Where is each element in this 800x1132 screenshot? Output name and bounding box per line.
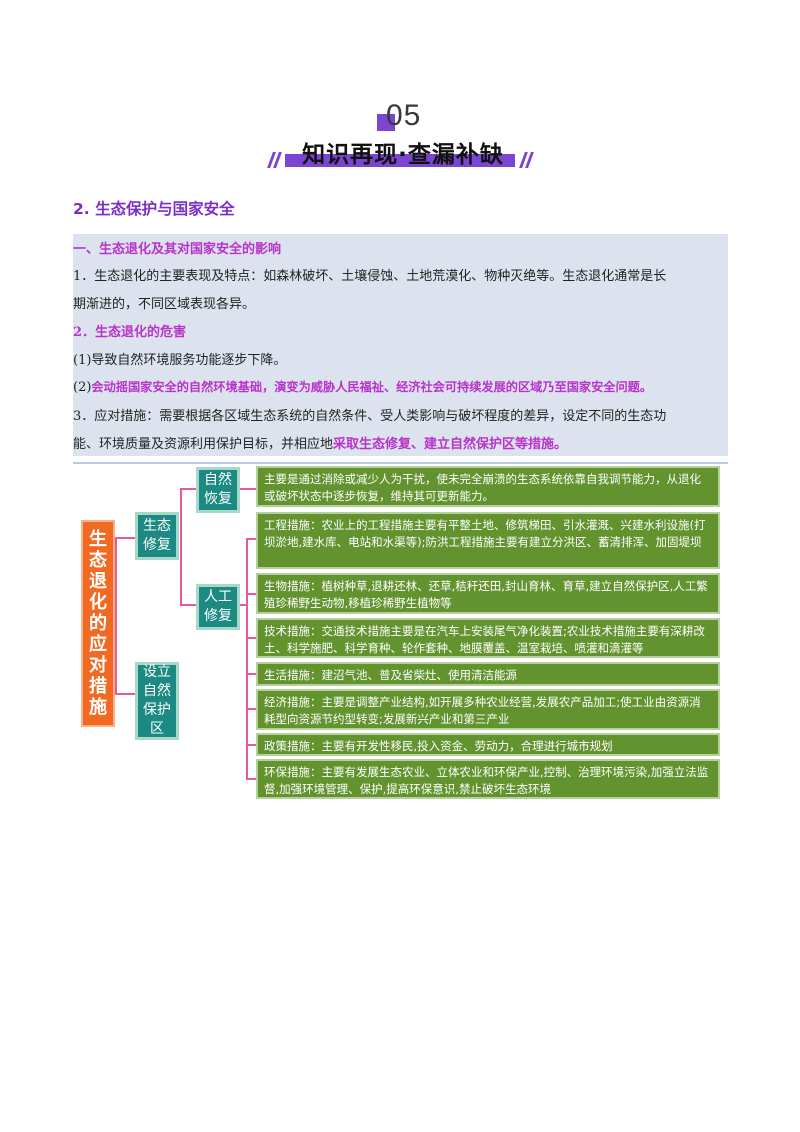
leaf-engineering-measures: 工程措施：农业上的工程措施主要有平整土地、修筑梯田、引水灌溉、兴建水利设施(打坝… (256, 512, 720, 569)
info-heading-2: 2．生态退化的危害 (73, 325, 187, 340)
connector (115, 537, 135, 539)
section-title: 2. 生态保护与国家安全 (73, 200, 235, 218)
info-para-3-emphasis: 会动摇国家安全的自然环境基础，演变为威胁人民福祉、经济社会可持续发展的区域乃至国… (91, 380, 653, 394)
connector (246, 538, 256, 540)
info-para-4b-plain: 能、环境质量及资源利用保护目标，并相应地 (73, 437, 334, 452)
node-eco-restoration: 生态修复 (135, 512, 179, 560)
connector (246, 778, 256, 780)
info-para-1a: 1．生态退化的主要表现及特点：如森林破坏、土壤侵蚀、土地荒漠化、物种灭绝等。生态… (73, 269, 667, 284)
divider-line (73, 462, 728, 464)
info-para-2: (1)导致自然环境服务功能逐步下降。 (73, 353, 287, 368)
node-natural-recovery: 自然恢复 (196, 467, 240, 513)
connector (236, 488, 256, 490)
leaf-natural-recovery: 主要是通过消除或减少人为干扰，使未完全崩溃的生态系统依靠自我调节能力，从退化或破… (256, 466, 720, 507)
connector (246, 744, 256, 746)
leaf-living-measures: 生活措施：建沼气池、普及省柴灶、使用清洁能源 (256, 662, 720, 686)
connector (246, 673, 256, 675)
connector (246, 708, 256, 710)
connector (180, 488, 182, 606)
leaf-policy-measures: 政策措施：主要有开发性移民,投入资金、劳动力，合理进行城市规划 (256, 733, 720, 756)
connector (238, 604, 248, 606)
leaf-environmental-measures: 环保措施：主要有发展生态农业、立体农业和环保产业,控制、治理环境污染,加强立法监… (256, 759, 720, 799)
mindmap-root: 生态退化的应对措施 (81, 520, 115, 727)
connector (246, 637, 256, 639)
info-para-1b: 期渐进的，不同区域表现各异。 (73, 297, 256, 312)
info-para-3-prefix: (2) (73, 380, 92, 395)
header-accent-square (377, 114, 395, 131)
header-highlight-bar (285, 154, 515, 167)
info-para-4b: 能、环境质量及资源利用保护目标，并相应地采取生态修复、建立自然保护区等措施。 (73, 433, 567, 452)
section-number: 05 (386, 99, 422, 132)
leaf-economic-measures: 经济措施：主要是调整产业结构,如开展多种农业经营,发展农产品加工;使工业由资源消… (256, 689, 720, 730)
connector (180, 604, 196, 606)
connector (246, 538, 248, 780)
header-title: 知识再现·查漏补缺 (302, 142, 504, 168)
leaf-biological-measures: 生物措施：植树种草,退耕还林、还草,秸秆还田,封山育林、育草,建立自然保护区,人… (256, 573, 720, 614)
leaf-technical-measures: 技术措施：交通技术措施主要是在汽车上安装尾气净化装置;农业技术措施主要有深耕改土… (256, 618, 720, 658)
connector (246, 593, 256, 595)
connector (115, 693, 135, 695)
connector (115, 537, 117, 695)
node-nature-reserve: 设立自然保护区 (135, 662, 179, 740)
info-para-4a: 3．应对措施：需要根据各区域生态系统的自然条件、受人类影响与破坏程度的差异，设定… (73, 409, 667, 424)
info-box: 一、生态退化及其对国家安全的影响 1．生态退化的主要表现及特点：如森林破坏、土壤… (73, 234, 728, 456)
info-para-3: (2)会动摇国家安全的自然环境基础，演变为威胁人民福祉、经济社会可持续发展的区域… (73, 377, 652, 395)
node-artificial-restoration: 人工修复 (196, 584, 240, 630)
info-para-4b-emphasis: 采取生态修复、建立自然保护区等措施。 (333, 437, 568, 452)
info-heading-1: 一、生态退化及其对国家安全的影响 (73, 242, 282, 257)
connector (180, 488, 196, 490)
